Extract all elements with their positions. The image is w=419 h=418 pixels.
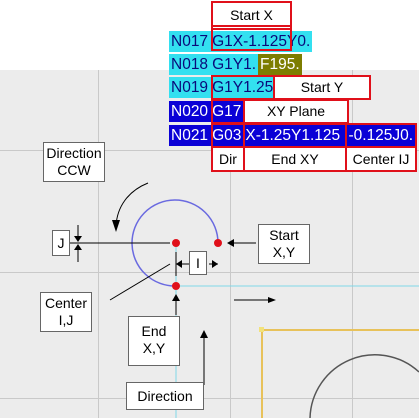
code-word: G1X-1.125Y0. xyxy=(210,31,313,52)
annotation-label: XY Plane xyxy=(266,103,326,119)
grid-line xyxy=(98,70,99,418)
annotation-label: Dir xyxy=(219,151,237,167)
ccw-direction-arrow xyxy=(115,182,149,227)
callout-line: X,Y xyxy=(142,340,166,356)
callout-line: End xyxy=(141,323,167,339)
code-word: G1Y1.25 xyxy=(210,77,276,98)
callout-i: I xyxy=(189,251,207,275)
arrowhead xyxy=(74,236,82,242)
annotation-label: Start Y xyxy=(300,79,344,95)
arrowhead xyxy=(112,220,120,232)
center-callout-leader xyxy=(109,263,171,301)
stock-outline xyxy=(261,329,419,418)
code-word: G03 xyxy=(210,125,244,146)
grid-line xyxy=(352,70,353,418)
block-number: N018 xyxy=(169,54,211,75)
annotation-label: Center IJ xyxy=(352,151,410,167)
callout-start-xy: Start X,Y xyxy=(258,224,310,264)
callout-direction-ccw: Direction CCW xyxy=(43,142,105,182)
code-word: G17 xyxy=(210,101,244,122)
callout-line: Center xyxy=(44,295,88,311)
block-number: N020 xyxy=(169,101,211,122)
block-number: N017 xyxy=(169,31,211,52)
annotation-end-xy: End XY xyxy=(243,146,347,172)
arrowhead xyxy=(268,297,276,303)
grid-line xyxy=(0,398,419,399)
start-point xyxy=(214,239,222,247)
arrowhead xyxy=(172,294,180,301)
annotation-end-xy-frame xyxy=(243,123,347,148)
arrowhead xyxy=(212,260,218,268)
annotation-start-x-frame xyxy=(211,25,292,51)
callout-line: X,Y xyxy=(272,244,296,260)
annotation-start-y: Start Y xyxy=(273,75,371,100)
arrowhead xyxy=(200,330,208,338)
end-point xyxy=(172,282,180,290)
callout-line: CCW xyxy=(57,162,91,178)
arrowhead xyxy=(176,260,182,268)
ccw-arc xyxy=(131,199,219,287)
callout-line: I,J xyxy=(58,312,74,328)
center-point xyxy=(172,239,180,247)
annotation-center-ij: Center IJ xyxy=(345,146,417,172)
arrowhead xyxy=(227,239,234,247)
callout-line: Direction xyxy=(46,145,102,161)
annotation-label: Start X xyxy=(230,7,273,23)
callout-j: J xyxy=(52,230,70,256)
grid-line xyxy=(0,272,419,273)
callout-line: J xyxy=(57,235,65,251)
block-number: N019 xyxy=(169,77,211,98)
callout-direction: Direction xyxy=(126,382,204,410)
annotation-start-y-frame xyxy=(211,75,275,100)
arrowhead xyxy=(74,244,82,250)
block-number: N021 xyxy=(169,125,211,146)
code-word: G1Y1. xyxy=(210,54,259,75)
annotation-g03-frame xyxy=(211,123,245,148)
annotation-center-ij-frame xyxy=(345,123,417,148)
callout-line: I xyxy=(196,255,200,271)
callout-line: Start xyxy=(269,227,299,243)
callout-line: Direction xyxy=(137,388,193,404)
code-word: X-1.25Y1.125 xyxy=(243,125,343,146)
annotation-xy-plane: XY Plane xyxy=(243,99,349,124)
stock-corner xyxy=(259,327,264,332)
annotation-start-x: Start X xyxy=(211,1,292,30)
grid-line xyxy=(0,150,419,151)
callout-center-ij: Center I,J xyxy=(40,292,92,332)
annotation-dir: Dir xyxy=(211,146,245,172)
callout-end-xy: End X,Y xyxy=(128,316,180,366)
code-word: I-0.125J0. xyxy=(342,125,416,146)
annotation-label: End XY xyxy=(271,151,319,167)
feed-word: F195. xyxy=(258,54,302,75)
tool-edge xyxy=(309,354,419,418)
annotation-xy-plane-frame xyxy=(211,99,245,124)
